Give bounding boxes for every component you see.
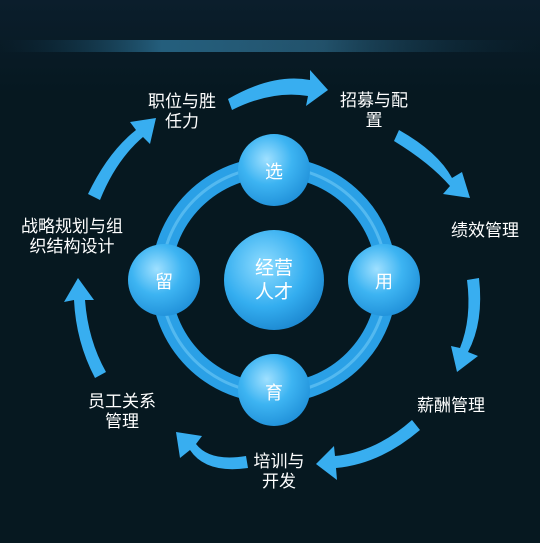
node-circle-left (128, 244, 200, 316)
node-circle-right (348, 244, 420, 316)
arrow-recruit-to-performance (394, 130, 470, 198)
arrow-performance-to-compensation (451, 278, 481, 372)
step-label-recruit: 招募与配 置 (340, 91, 408, 131)
node-circle-top (238, 134, 310, 206)
step-label-compensation: 薪酬管理 (417, 396, 485, 416)
arrow-compensation-to-training (316, 420, 420, 480)
node-label-left: 留 (155, 272, 173, 293)
light-streak (0, 40, 540, 52)
node-label-right: 用 (375, 272, 393, 293)
arrow-strategy-to-competency (88, 118, 156, 200)
node-circle-bottom (238, 354, 310, 426)
step-label-performance: 绩效管理 (451, 221, 519, 241)
arrow-competency-to-recruit (228, 70, 328, 110)
step-label-relations: 员工关系 管理 (88, 392, 156, 432)
center-circle (224, 230, 324, 330)
node-label-bottom: 育 (265, 383, 283, 404)
step-label-strategy: 战略规划与组 织结构设计 (21, 217, 123, 257)
arrow-relations-to-strategy (64, 278, 106, 378)
step-label-training: 培训与 开发 (253, 452, 305, 492)
center-label: 经营 人才 (254, 257, 293, 303)
node-label-top: 选 (265, 162, 283, 183)
outer-cycle-arrows (64, 70, 481, 480)
step-label-competency: 职位与胜 任力 (148, 92, 216, 132)
arrow-training-to-relations (176, 432, 248, 470)
